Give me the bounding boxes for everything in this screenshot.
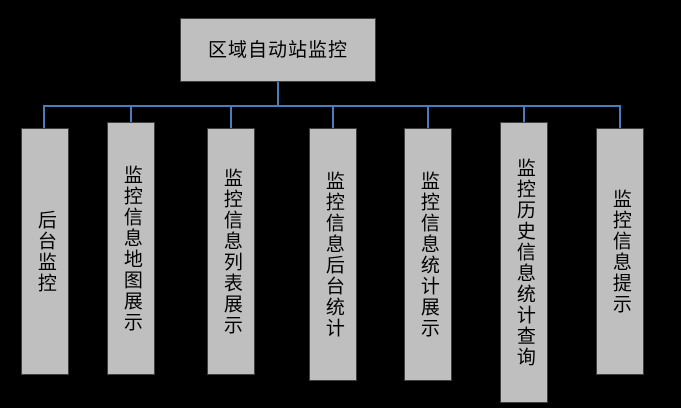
connector-drop-5 — [427, 105, 429, 129]
diagram-leaf-node-3[interactable]: 监控信息列表展示 — [207, 128, 255, 375]
diagram-leaf-node-4[interactable]: 监控信息后台统计 — [309, 128, 357, 381]
diagram-leaf-node-5-label: 监控信息统计展示 — [417, 170, 440, 339]
connector-drop-7 — [619, 105, 621, 129]
connector-trunk-vertical — [277, 82, 279, 107]
diagram-leaf-node-5[interactable]: 监控信息统计展示 — [404, 128, 452, 381]
diagram-leaf-node-7-label: 监控信息提示 — [609, 188, 632, 315]
diagram-leaf-node-1[interactable]: 后台监控 — [21, 128, 69, 375]
connector-drop-4 — [332, 105, 334, 129]
connector-drop-6 — [523, 105, 525, 123]
diagram-leaf-node-6-label: 监控历史信息统计查询 — [513, 157, 536, 368]
connector-drop-2 — [130, 105, 132, 123]
diagram-leaf-node-2-label: 监控信息地图展示 — [120, 164, 143, 333]
connector-drop-1 — [43, 105, 45, 129]
diagram-leaf-node-1-label: 后台监控 — [34, 209, 57, 294]
diagram-root-node[interactable]: 区域自动站监控 — [180, 18, 376, 82]
diagram-leaf-node-2[interactable]: 监控信息地图展示 — [107, 122, 155, 375]
diagram-leaf-node-3-label: 监控信息列表展示 — [220, 167, 243, 336]
diagram-leaf-node-4-label: 监控信息后台统计 — [322, 170, 345, 339]
connector-drop-3 — [230, 105, 232, 129]
diagram-root-node-label: 区域自动站监控 — [207, 38, 348, 61]
diagram-leaf-node-6[interactable]: 监控历史信息统计查询 — [500, 122, 548, 403]
diagram-leaf-node-7[interactable]: 监控信息提示 — [596, 128, 644, 375]
